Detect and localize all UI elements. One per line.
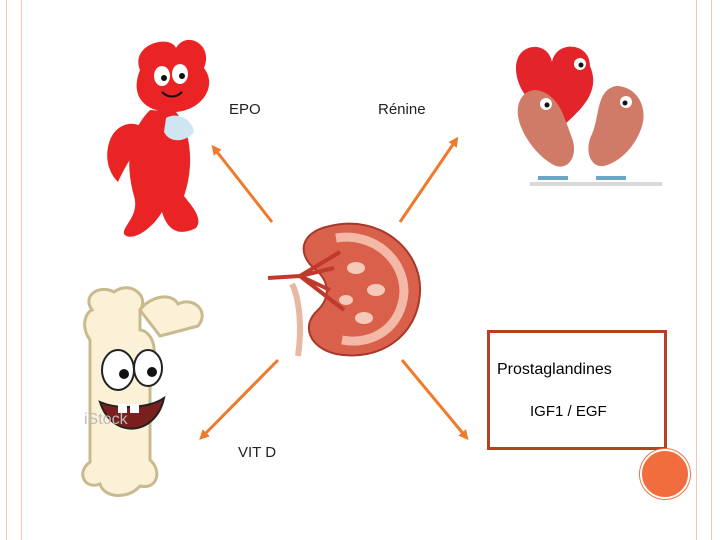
prostaglandins-label: Prostaglandines — [497, 361, 612, 378]
right-frame-border — [696, 0, 712, 540]
igf-egf-label: IGF1 / EGF — [530, 403, 607, 420]
epo-label: EPO — [229, 101, 261, 118]
red-character-image — [107, 39, 210, 237]
corner-accent-circle — [640, 449, 690, 499]
arrow-to-prostaglandins — [400, 359, 469, 441]
arrows — [199, 136, 469, 441]
arrow-to-renin — [398, 136, 459, 223]
watermark-text: iStock — [84, 411, 129, 428]
kidney-image — [267, 222, 422, 357]
vit-d-label: VIT D — [238, 444, 277, 461]
arrow-to-epo — [211, 144, 274, 223]
renin-label: Rénine — [378, 101, 426, 118]
prostaglandins-box: Prostaglandines IGF1 / EGF — [487, 330, 667, 450]
left-frame-border — [6, 0, 22, 540]
kidneys-heart-image — [516, 46, 662, 186]
bone-character-image: iStock — [81, 286, 204, 497]
arrow-to-vit-d — [199, 358, 280, 440]
